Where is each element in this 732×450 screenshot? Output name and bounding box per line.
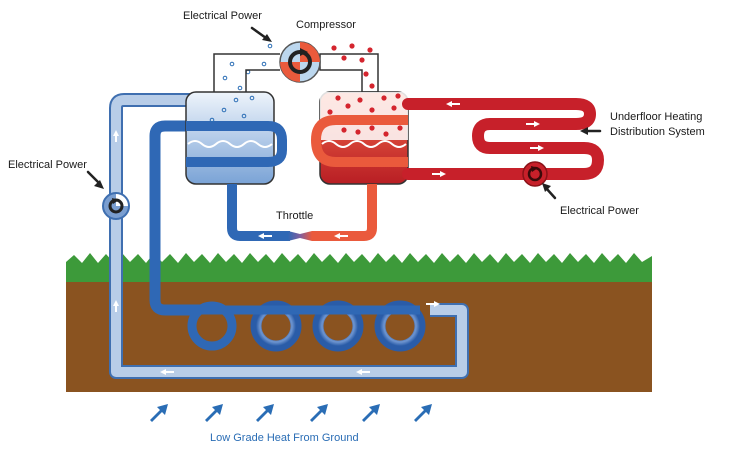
grass xyxy=(66,253,652,282)
evaporator-coil xyxy=(186,121,287,167)
underfloor-loop xyxy=(402,98,604,180)
suction-pipe xyxy=(213,53,280,92)
vapor-bubbles xyxy=(209,43,273,123)
ground-coils xyxy=(187,300,426,352)
hot-particles xyxy=(327,43,403,137)
right-pump-icon xyxy=(522,161,548,187)
heat-arrow-icon xyxy=(150,404,168,422)
left-pump-icon xyxy=(102,192,130,220)
left-pump-power-label: Electrical Power xyxy=(8,159,87,171)
compressor-icon xyxy=(279,41,321,83)
compressor-label: Compressor xyxy=(296,19,356,31)
heat-arrow-icon xyxy=(205,404,223,422)
pointer-arrows xyxy=(86,26,602,200)
discharge-pipe xyxy=(319,53,379,93)
underfloor-pipe xyxy=(402,98,604,180)
throttle-valve xyxy=(288,231,312,241)
flow-arrows xyxy=(113,130,440,375)
ground-loop xyxy=(109,93,469,379)
heat-arrow-icon xyxy=(362,404,380,422)
heat-arrows xyxy=(150,404,432,422)
cold-return-pipe xyxy=(149,120,200,316)
heat-arrow-icon xyxy=(414,404,432,422)
heat-arrow-icon xyxy=(310,404,328,422)
condenser xyxy=(311,43,409,241)
underfloor-label-line2: Distribution System xyxy=(610,126,705,138)
underfloor-label-line1: Underfloor Heating xyxy=(610,111,702,123)
throttle-label: Throttle xyxy=(276,210,313,222)
right-pump-power-label: Electrical Power xyxy=(560,205,639,217)
warm-outlet-pipe xyxy=(312,184,377,241)
compressor-power-label: Electrical Power xyxy=(183,10,262,22)
evaporator xyxy=(185,43,290,241)
condenser-coil xyxy=(311,115,408,167)
cold-outlet-pipe xyxy=(227,184,290,241)
evaporator-tank xyxy=(185,91,275,185)
ground-heat-label: Low Grade Heat From Ground xyxy=(210,432,359,444)
heat-arrow-icon xyxy=(256,404,274,422)
